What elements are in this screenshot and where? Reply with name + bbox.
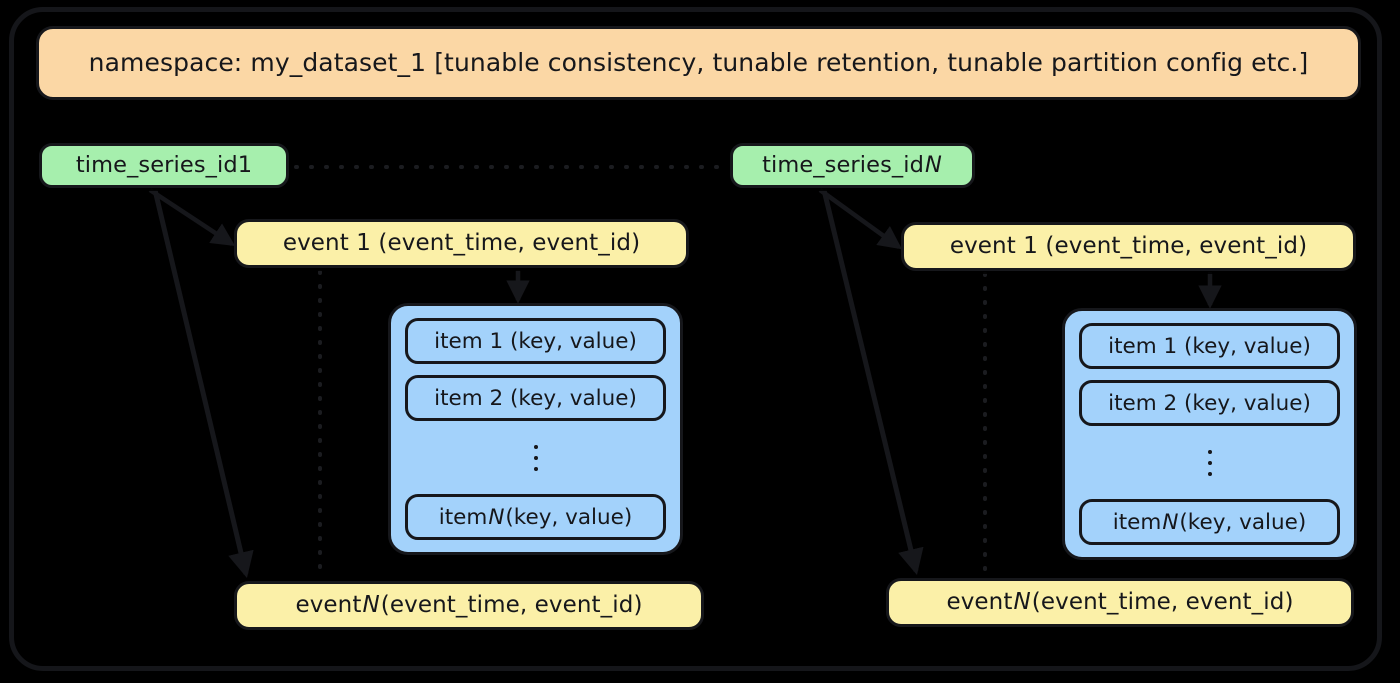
item-n-index-left: N	[488, 504, 505, 530]
item-1-label-right: item 1 (key, value)	[1108, 333, 1311, 359]
ellipsis-dot	[1207, 460, 1212, 465]
item-n-right: item N (key, value)	[1079, 499, 1340, 545]
time-series-id-1-index: 1	[237, 151, 253, 178]
vertical-ellipsis-right	[1207, 426, 1212, 499]
event-n-node-left: event N (event_time, event_id)	[234, 581, 704, 630]
item-2-label-left: item 2 (key, value)	[434, 385, 637, 411]
time-series-id-n-label: time_series_id	[762, 151, 924, 178]
event-1-label-left: event 1 (event_time, event_id)	[282, 230, 641, 257]
item-n-label-left: item	[438, 504, 488, 530]
time-series-id-n-node: time_series_id N	[730, 143, 975, 188]
item-n-suffix-left: (key, value)	[505, 504, 633, 530]
event-1-node-left: event 1 (event_time, event_id)	[234, 219, 689, 268]
item-2-right: item 2 (key, value)	[1079, 380, 1340, 426]
item-1-label-left: item 1 (key, value)	[434, 328, 637, 354]
ellipsis-dot	[533, 466, 538, 471]
item-1-left: item 1 (key, value)	[405, 318, 666, 364]
item-2-label-right: item 2 (key, value)	[1108, 390, 1311, 416]
event-n-node-right: event N (event_time, event_id)	[886, 578, 1354, 627]
item-n-index-right: N	[1162, 509, 1179, 535]
item-2-left: item 2 (key, value)	[405, 375, 666, 421]
event-1-label-right: event 1 (event_time, event_id)	[949, 233, 1308, 260]
items-container-left: item 1 (key, value) item 2 (key, value) …	[388, 303, 683, 555]
time-series-id-1-node: time_series_id 1	[39, 143, 289, 188]
item-n-label-right: item	[1112, 509, 1162, 535]
item-1-right: item 1 (key, value)	[1079, 323, 1340, 369]
ellipsis-dot	[533, 455, 538, 460]
namespace-banner: namespace: my_dataset_1 [tunable consist…	[36, 26, 1361, 100]
ellipsis-dot	[1207, 471, 1212, 476]
item-n-suffix-right: (key, value)	[1179, 509, 1307, 535]
event-1-node-right: event 1 (event_time, event_id)	[901, 222, 1356, 271]
item-n-left: item N (key, value)	[405, 494, 666, 540]
time-series-id-1-label: time_series_id	[75, 151, 238, 178]
event-n-suffix-right: (event_time, event_id)	[1031, 589, 1294, 616]
outer-frame	[9, 7, 1382, 671]
event-n-suffix-left: (event_time, event_id)	[380, 592, 643, 619]
time-series-id-n-index: N	[924, 151, 942, 178]
namespace-label: namespace: my_dataset_1 [tunable consist…	[88, 47, 1309, 77]
event-n-label-left: event	[295, 592, 362, 619]
ellipsis-dot	[1207, 449, 1212, 454]
vertical-ellipsis-left	[533, 421, 538, 494]
event-n-label-right: event	[946, 589, 1013, 616]
items-container-right: item 1 (key, value) item 2 (key, value) …	[1062, 308, 1357, 560]
ellipsis-dot	[533, 444, 538, 449]
event-n-index-right: N	[1013, 589, 1031, 616]
event-n-index-left: N	[362, 592, 380, 619]
